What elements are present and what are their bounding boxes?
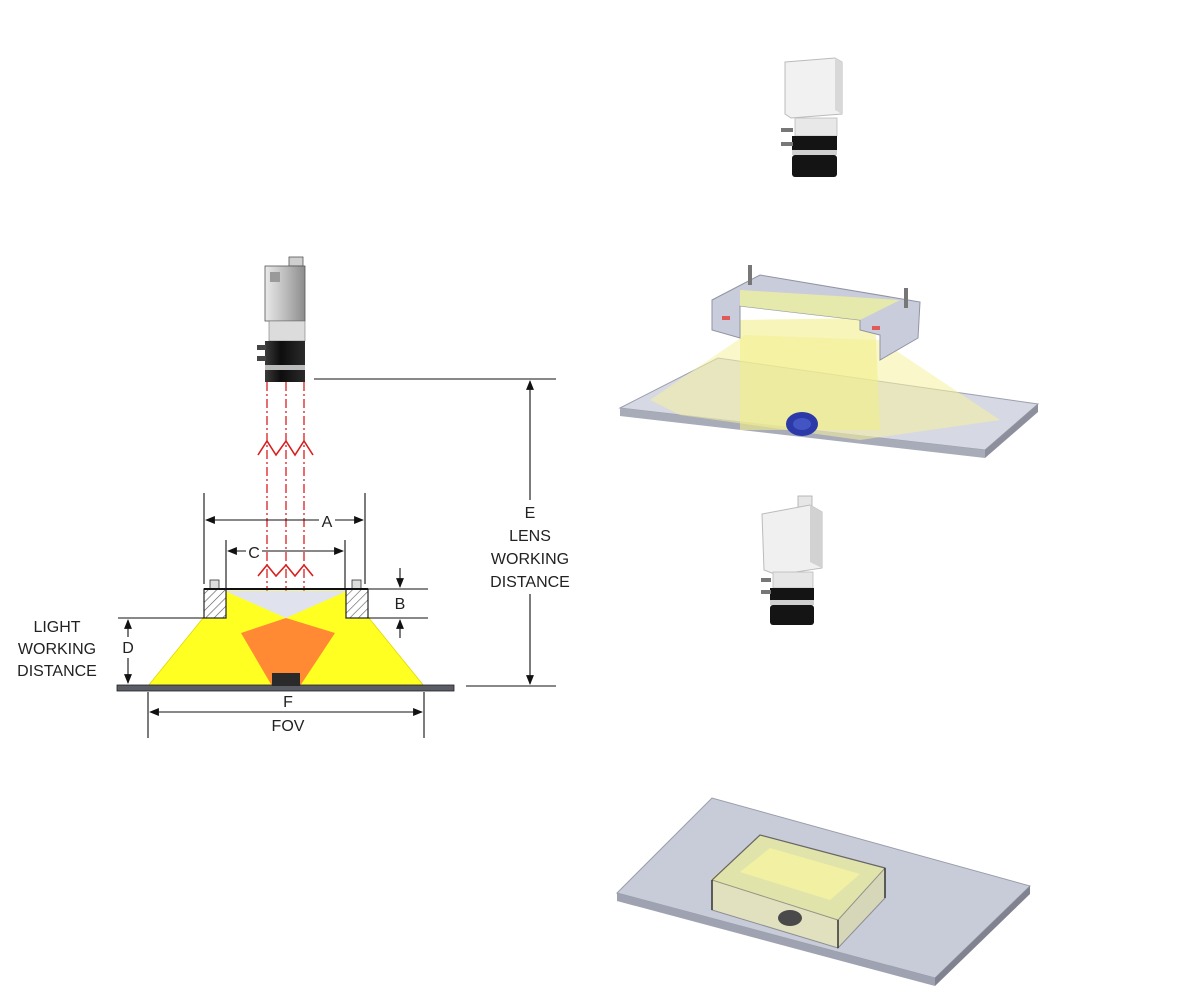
lens-working-line3: DISTANCE [490,574,570,591]
light-cones [147,590,425,687]
camera-icon [761,495,823,625]
camera-beams [257,382,314,686]
label-b: B [395,596,406,613]
lens-working-line2: WORKING [491,551,569,568]
label-d: D [122,640,134,657]
schematic-2d: A C B D LIGHT WORKING DISTANCE [17,256,570,738]
lens-working-line1: LENS [509,528,551,545]
dimension-e: E LENS WORKING DISTANCE [466,380,570,687]
label-c: C [248,545,260,562]
platform-icon [116,673,455,692]
camera-icon [781,57,843,177]
dimension-a: A [203,493,366,584]
label-f: F [283,694,293,711]
label-a: A [322,514,333,531]
label-fov: FOV [272,718,305,735]
camera-icon [257,256,306,382]
label-e: E [525,505,536,522]
dimension-f: F FOV [147,692,425,738]
light-assembly-3d [618,265,1040,458]
light-fixture-icon [203,579,369,619]
dimension-c: C [225,540,346,590]
dimension-b: B [368,568,428,638]
light-working-line2: WORKING [18,641,96,658]
light-working-line3: DISTANCE [17,663,97,680]
light-on-plate-3d [616,797,1031,986]
light-working-line1: LIGHT [33,619,80,636]
dimension-d: D LIGHT WORKING DISTANCE [17,617,204,684]
